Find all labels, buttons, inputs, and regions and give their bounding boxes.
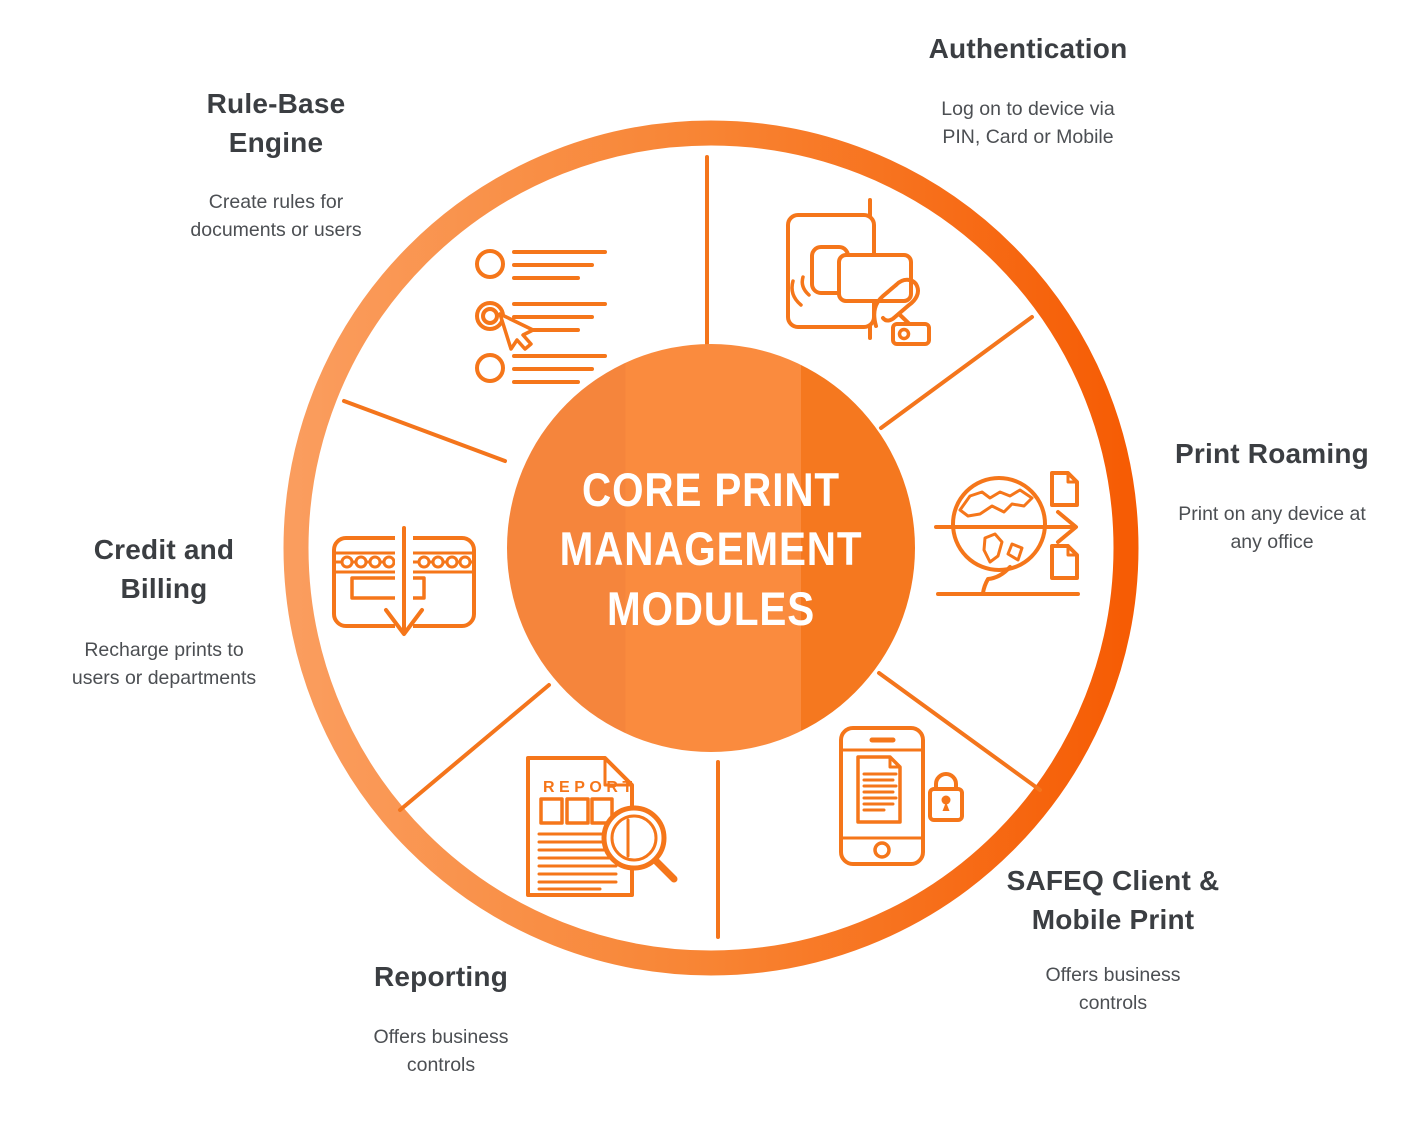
tap-card-reader-icon [786,198,931,346]
module-description: Create rules for documents or users [190,191,362,242]
module-safeq-client-mobile-print: SAFEQ Client & Mobile Print Offers busin… [993,862,1233,1017]
module-reporting: Reporting Offers business controls [321,958,561,1079]
spoke-bottom-right [877,671,1042,792]
outer-ring [283,120,1139,976]
center-circle [507,344,915,752]
report-magnifier-icon: REPORT [526,756,678,897]
module-credit-and-billing: Credit and Billing Recharge prints to us… [49,531,279,692]
module-description: Print on any device at any office [1178,502,1366,553]
spoke-top-right [879,315,1034,430]
module-authentication: Authentication Log on to device via PIN,… [903,30,1153,151]
module-title: Reporting [373,961,508,992]
padlock-shackle [934,772,958,791]
cursor-arrow-icon [498,312,535,351]
module-title: Rule-Base Engine [206,88,346,158]
report-icon-label: REPORT [543,779,637,796]
module-rule-base-engine: Rule-Base Engine Create rules for docume… [156,85,396,244]
segment-divider-lines [342,155,1042,939]
mobile-document-lock-icon [839,726,964,866]
module-title: Credit and Billing [93,534,235,604]
module-title: Print Roaming [1175,438,1369,469]
module-description: Offers business controls [373,1025,509,1076]
module-description: Offers business controls [1045,964,1181,1015]
magnifier-handle [652,857,678,883]
spoke-bottom-left [398,683,551,812]
module-title: SAFEQ Client & Mobile Print [1006,865,1220,935]
module-title: Authentication [928,33,1128,64]
down-arrow-head [384,608,424,636]
globe-print-routing-icon [934,471,1080,596]
module-description: Recharge prints to users or departments [71,639,257,690]
center-title: CORE PRINT MANAGEMENT MODULES [559,463,863,635]
credit-card-recharge-icon [332,520,476,650]
module-print-roaming: Print Roaming Print on any device at any… [1152,435,1392,556]
rule-list-cursor-icon [475,249,607,384]
spoke-top-left [342,399,507,463]
module-description: Log on to device via PIN, Card or Mobile [941,97,1115,148]
